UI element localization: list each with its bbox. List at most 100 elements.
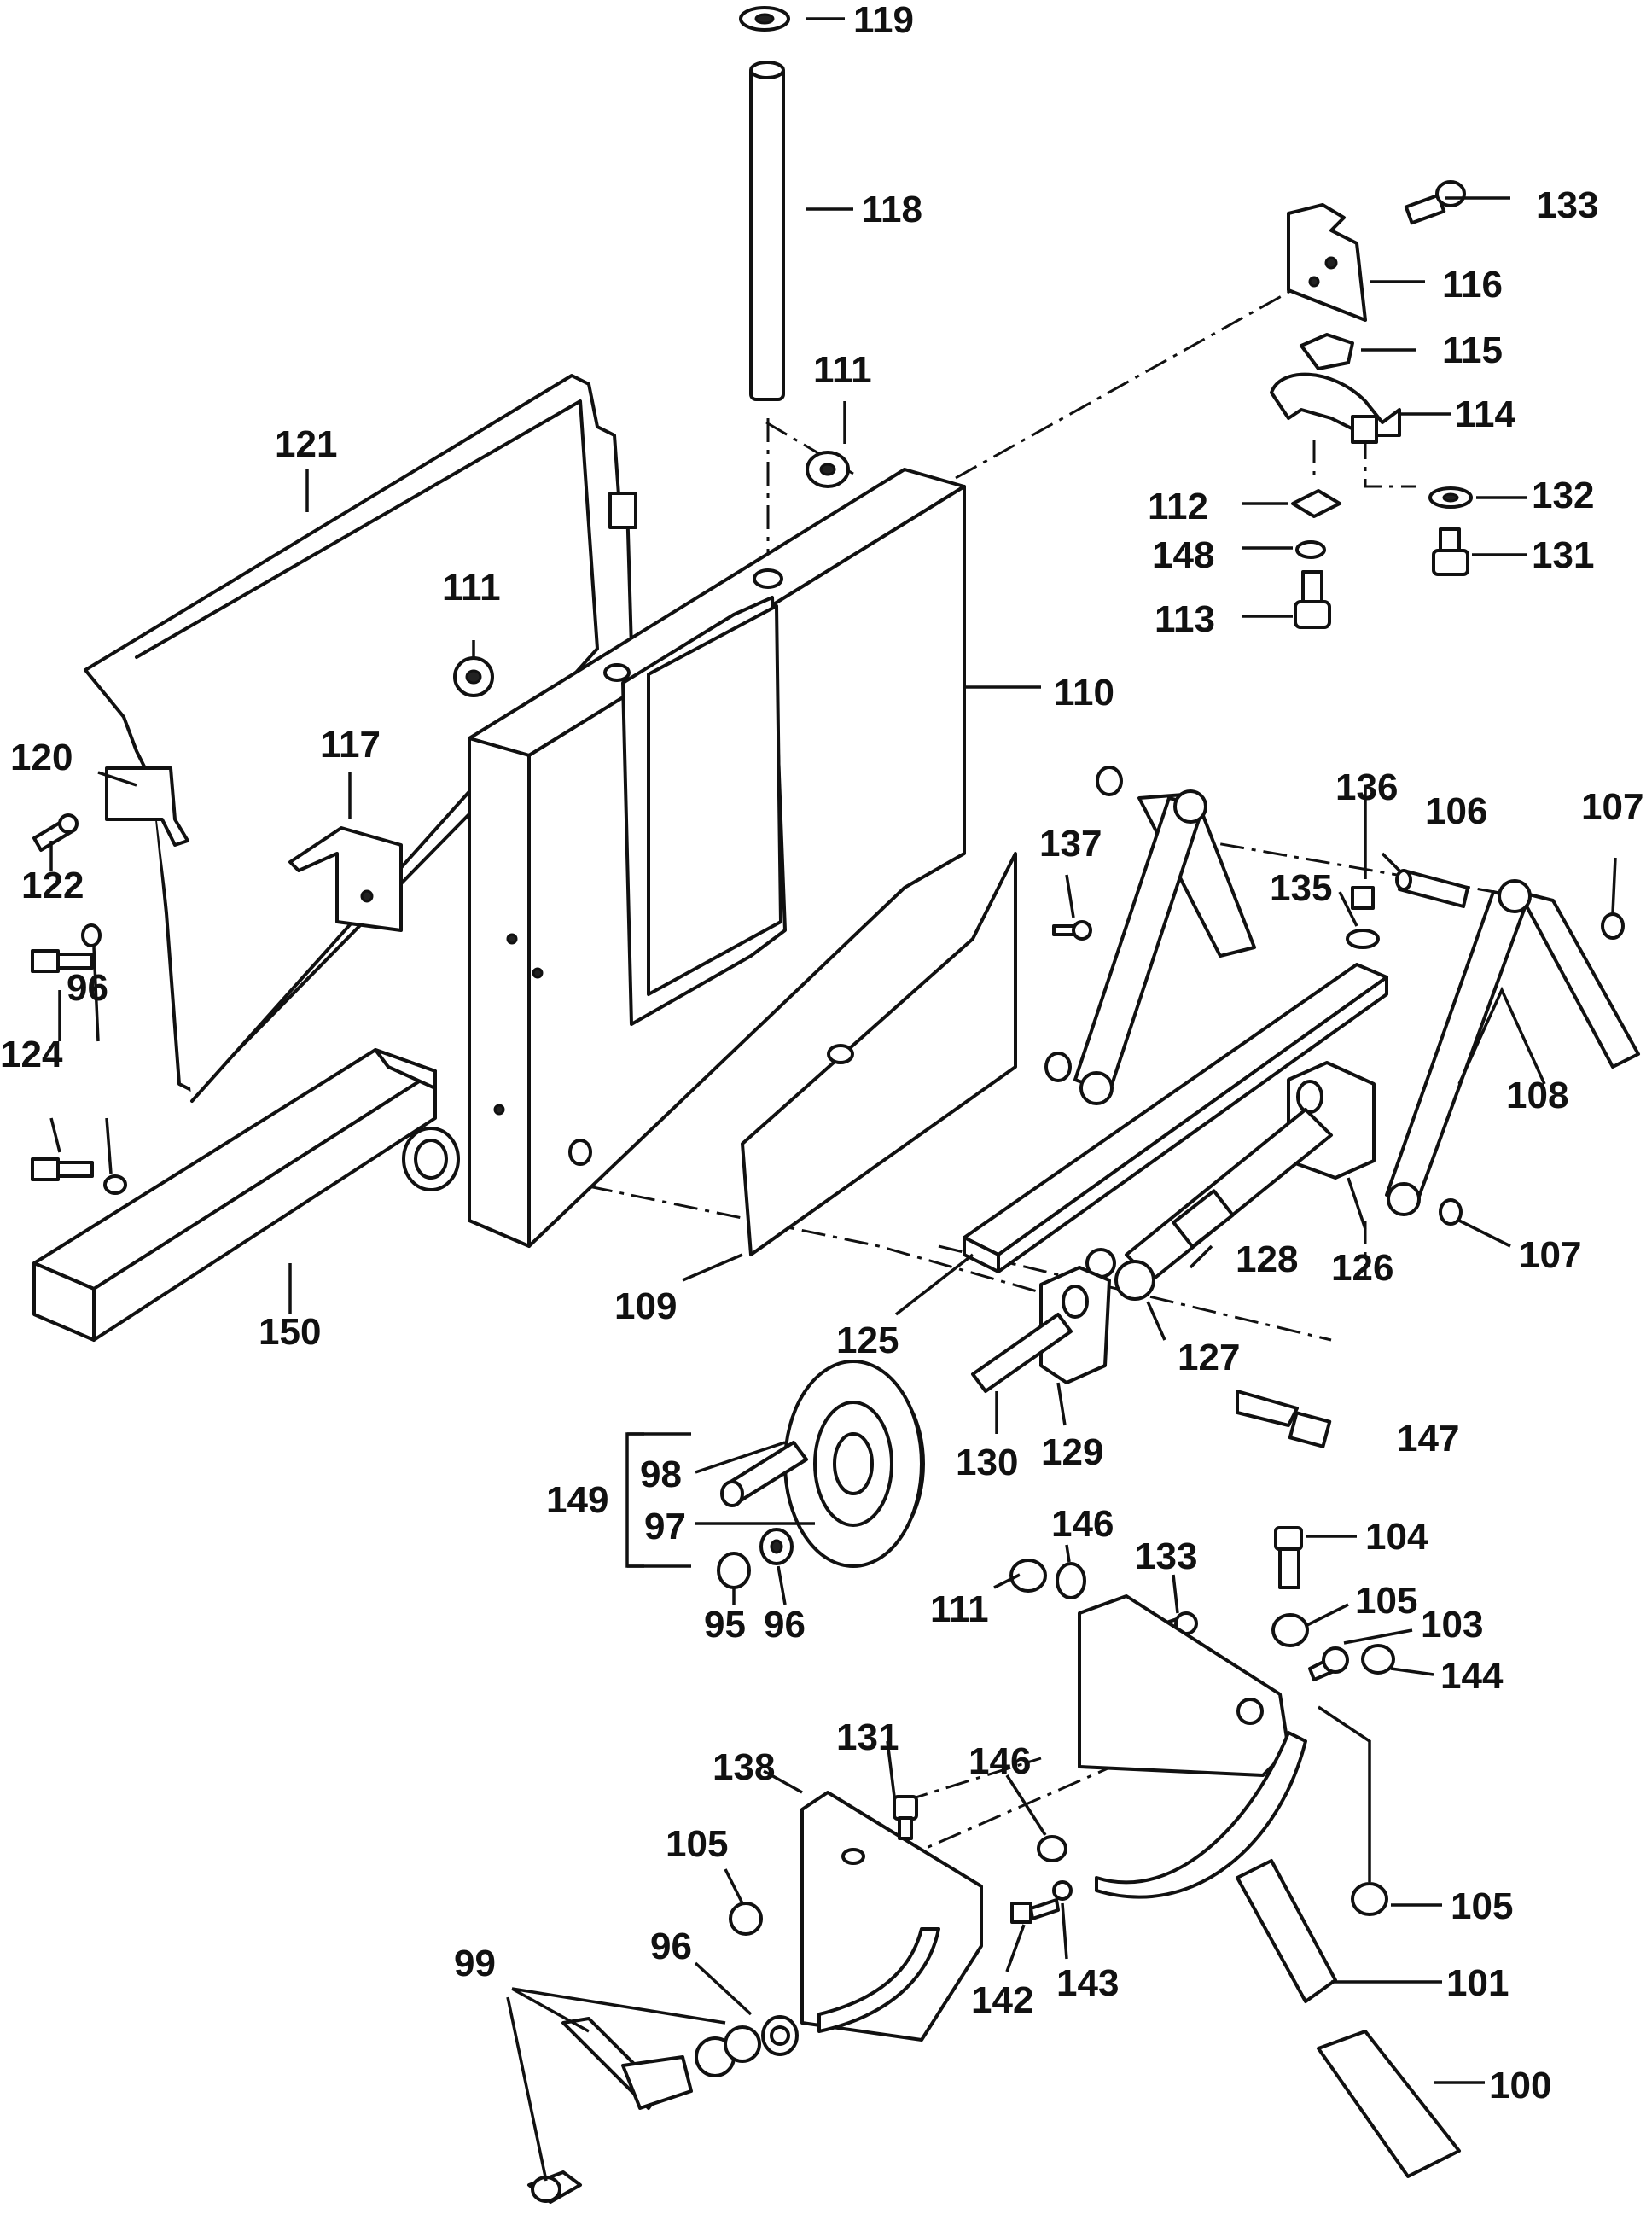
part-131-screw-lower (893, 1795, 918, 1840)
part-96-washer-mid (759, 1528, 794, 1565)
label-131-top: 131 (1532, 534, 1594, 576)
label-150: 150 (259, 1311, 321, 1353)
part-labels: 119 118 133 116 115 114 112 148 113 132 … (0, 0, 1643, 2106)
part-149-handwheel (720, 1360, 925, 1568)
label-129: 129 (1041, 1431, 1103, 1473)
part-104-bolt (1274, 1526, 1303, 1589)
label-144: 144 (1440, 1655, 1504, 1697)
part-132-washer (1428, 486, 1473, 509)
label-125: 125 (836, 1320, 899, 1361)
label-96-left: 96 (67, 967, 108, 1009)
part-150-rail (32, 1048, 460, 1342)
part-110-frame (468, 468, 966, 1248)
label-137: 137 (1039, 823, 1102, 865)
label-109: 109 (614, 1285, 677, 1327)
part-96-washer (81, 923, 127, 1195)
label-131-low: 131 (836, 1716, 899, 1758)
part-118-rod (749, 61, 785, 401)
label-146-low: 146 (969, 1740, 1031, 1782)
part-95-nut (717, 1552, 751, 1589)
part-120-clamp (105, 766, 189, 847)
label-115: 115 (1442, 329, 1503, 371)
part-114-yoke (1270, 372, 1401, 444)
part-113-bolt (1294, 570, 1331, 629)
label-142: 142 (971, 1979, 1033, 2021)
label-105-right: 105 (1451, 1885, 1513, 1927)
part-138-plate (800, 1791, 983, 2042)
part-112-plate (1291, 489, 1341, 518)
part-125-channel (963, 963, 1388, 1273)
part-124-screw (31, 949, 94, 1181)
label-119: 119 (853, 0, 914, 41)
part-142-screw (1010, 1898, 1060, 1924)
label-104: 104 (1365, 1516, 1428, 1558)
bracket-149 (625, 1432, 691, 1568)
label-103: 103 (1421, 1604, 1483, 1646)
label-110: 110 (1054, 672, 1114, 714)
part-107-clip (1044, 766, 1625, 1226)
label-97: 97 (644, 1506, 686, 1547)
part-101-mitre-gauge (1078, 1594, 1337, 2003)
label-105-top: 105 (1355, 1580, 1417, 1622)
label-114: 114 (1455, 393, 1516, 435)
label-127: 127 (1178, 1337, 1240, 1378)
label-118: 118 (862, 189, 922, 230)
label-117: 117 (320, 724, 381, 766)
label-146-top: 146 (1051, 1503, 1114, 1545)
label-106: 106 (1425, 790, 1487, 832)
part-136-screw (1351, 886, 1375, 910)
label-148: 148 (1152, 534, 1214, 576)
label-121: 121 (275, 423, 337, 465)
label-107-top: 107 (1581, 786, 1643, 828)
label-111-low: 111 (930, 1588, 989, 1630)
part-117-bracket (288, 826, 403, 932)
part-106-pin (1395, 869, 1469, 908)
part-129-block (1039, 1266, 1111, 1384)
label-128: 128 (1236, 1238, 1298, 1280)
label-96-low: 96 (650, 1926, 692, 1967)
part-115-pad (1300, 333, 1354, 370)
part-143-washer (1052, 1880, 1073, 1901)
leader-lines (49, 17, 1617, 2182)
part-105-nut (729, 1613, 1388, 1936)
label-133-top: 133 (1536, 184, 1598, 226)
part-137-screw (1052, 920, 1092, 941)
label-107-bottom: 107 (1519, 1234, 1581, 1276)
part-146-washer (1037, 1562, 1086, 1862)
label-113: 113 (1155, 598, 1215, 640)
label-111-mid: 111 (442, 567, 501, 609)
label-99: 99 (454, 1943, 496, 1984)
label-147: 147 (1397, 1418, 1459, 1459)
part-116-bracket (1287, 203, 1367, 322)
part-133-screw-top (1404, 180, 1466, 225)
label-130: 130 (956, 1442, 1018, 1483)
part-108-link (1073, 789, 1640, 1216)
label-105-left: 105 (666, 1823, 728, 1865)
part-130-shaft (971, 1313, 1073, 1393)
part-103-screw (1308, 1646, 1349, 1681)
label-138: 138 (713, 1746, 775, 1788)
label-126: 126 (1331, 1247, 1393, 1289)
part-119-clip (739, 6, 790, 32)
label-100: 100 (1489, 2065, 1551, 2106)
label-135: 135 (1270, 867, 1332, 909)
part-96-washer-lower (770, 2025, 790, 2046)
label-149: 149 (546, 1479, 608, 1521)
label-122: 122 (21, 865, 84, 906)
label-95: 95 (704, 1604, 746, 1646)
part-99-handle (527, 2015, 799, 2204)
label-112: 112 (1148, 486, 1208, 527)
label-132: 132 (1532, 475, 1594, 516)
label-143: 143 (1056, 1962, 1119, 2004)
part-144-nut (1361, 1644, 1395, 1675)
label-96-mid: 96 (764, 1604, 806, 1646)
label-124: 124 (0, 1034, 63, 1075)
part-147-bolt (1236, 1390, 1332, 1448)
part-131-bolt (1432, 527, 1469, 576)
part-109-cover-plate (741, 852, 1017, 1256)
label-98: 98 (640, 1454, 682, 1495)
label-133-low: 133 (1135, 1535, 1197, 1577)
label-136: 136 (1335, 766, 1398, 808)
label-111-top: 111 (813, 349, 872, 391)
